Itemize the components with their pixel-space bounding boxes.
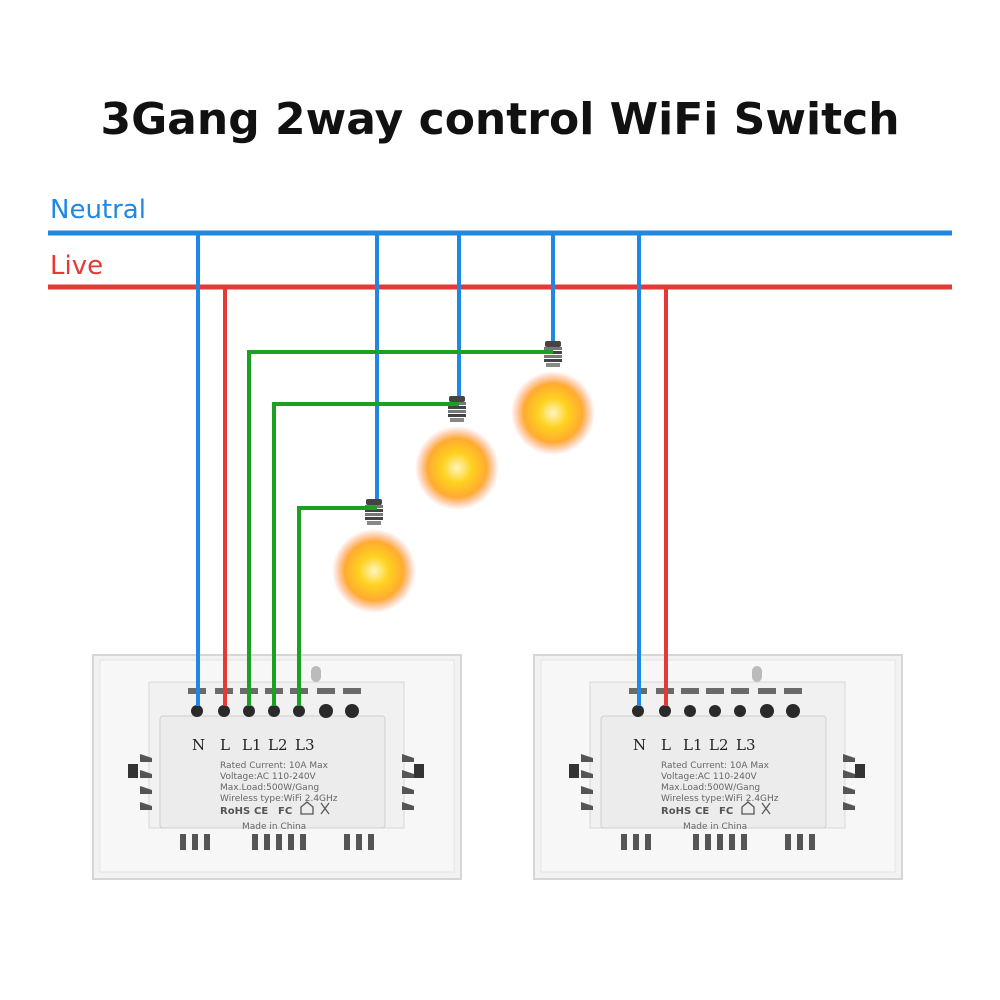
spec-rated-current: Rated Current: 10A Max xyxy=(220,761,329,771)
load-wires xyxy=(247,350,553,706)
home-icon xyxy=(741,801,755,815)
terminal-label-l3: L3 xyxy=(295,736,315,754)
terminal-label-l: L xyxy=(220,736,230,754)
neutral-wires xyxy=(196,233,641,706)
light-bulb-icon xyxy=(332,499,416,613)
spec-voltage: Voltage:AC 110-240V xyxy=(220,772,317,782)
terminal-label-l: L xyxy=(661,736,671,754)
recycle-bin-icon xyxy=(761,802,771,815)
light-bulb-icon xyxy=(415,396,499,510)
cert-rohs: RoHS xyxy=(661,806,691,817)
cert-fc: FC xyxy=(278,806,292,817)
home-icon xyxy=(300,801,314,815)
recycle-bin-icon xyxy=(320,802,330,815)
cert-rohs: RoHS xyxy=(220,806,250,817)
terminal-label-l2: L2 xyxy=(268,736,288,754)
spec-wireless: Wireless type:WiFi 2.4GHz xyxy=(661,794,779,804)
neutral-label: Neutral xyxy=(50,195,146,225)
terminal-label-l1: L1 xyxy=(242,736,262,754)
page-title: 3Gang 2way control WiFi Switch xyxy=(100,94,899,145)
cert-fc: FC xyxy=(719,806,733,817)
live-label: Live xyxy=(50,251,103,281)
spec-max-load: Max.Load:500W/Gang xyxy=(220,783,319,793)
made-in-label: Made in China xyxy=(683,822,747,832)
spec-voltage: Voltage:AC 110-240V xyxy=(661,772,758,782)
spec-wireless: Wireless type:WiFi 2.4GHz xyxy=(220,794,338,804)
spec-rated-current: Rated Current: 10A Max xyxy=(661,761,770,771)
terminal-label-l3: L3 xyxy=(736,736,756,754)
terminal-label-n: N xyxy=(192,736,205,754)
cert-ce: CE xyxy=(695,806,709,817)
spec-max-load: Max.Load:500W/Gang xyxy=(661,783,760,793)
made-in-label: Made in China xyxy=(242,822,306,832)
terminal-label-n: N xyxy=(633,736,646,754)
light-bulb-icon xyxy=(511,341,595,455)
terminal-label-l2: L2 xyxy=(709,736,729,754)
cert-ce: CE xyxy=(254,806,268,817)
terminal-label-l1: L1 xyxy=(683,736,703,754)
switch-panel-1: N L L1 L2 L3 Rated Current: 10A Max Volt… xyxy=(92,654,462,880)
switch-panel-2: N L L1 L2 L3 Rated Current: 10A Max Volt… xyxy=(533,654,903,880)
live-wires xyxy=(223,287,668,706)
